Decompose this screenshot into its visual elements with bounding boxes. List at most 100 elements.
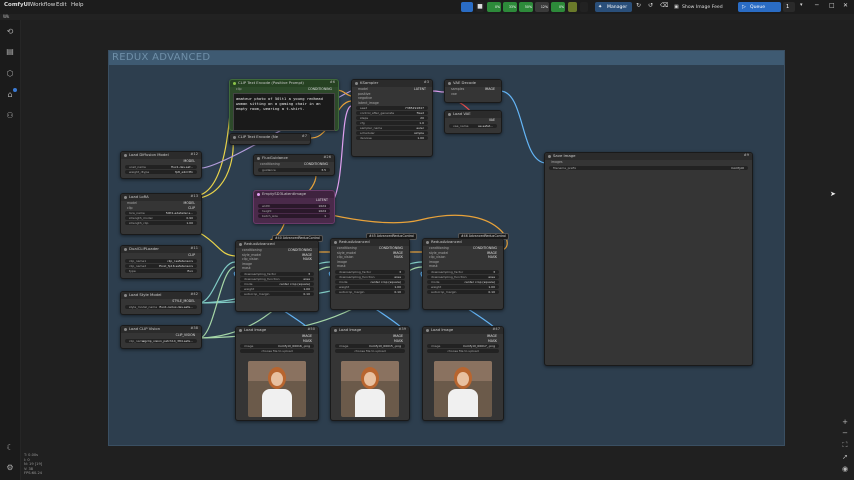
- workflows-icon[interactable]: ⚇: [6, 111, 14, 120]
- show-image-feed-button[interactable]: ▣ Show Image Feed: [672, 2, 726, 12]
- fit-view-icon[interactable]: ⛶: [842, 441, 848, 449]
- share-icon[interactable]: ↻: [636, 2, 642, 9]
- upload-button[interactable]: choose file to upload: [240, 349, 314, 354]
- maximize-icon[interactable]: □: [829, 2, 835, 9]
- queue-list-icon[interactable]: ▤: [6, 47, 14, 56]
- drop-icon[interactable]: [580, 2, 588, 12]
- stop-icon[interactable]: ■: [476, 2, 484, 12]
- image-icon[interactable]: [568, 2, 577, 12]
- history-icon[interactable]: ⟲: [6, 27, 14, 36]
- node-clip-text-encode-positive[interactable]: CLIP Text Encode (Positive Prompt)#6 cli…: [229, 79, 339, 131]
- settings-icon[interactable]: [461, 2, 473, 12]
- group-title-bar[interactable]: REDUX ADVANCED: [109, 51, 784, 65]
- manager-button[interactable]: ✦ Manager: [595, 2, 632, 12]
- image-preview: [434, 361, 492, 417]
- minimize-icon[interactable]: ─: [815, 2, 819, 9]
- close-icon[interactable]: ✕: [843, 2, 849, 9]
- prompt-textarea[interactable]: amateur photo of 50lt1 a young redhead w…: [233, 92, 335, 131]
- app-logo[interactable]: ComfyUI: [4, 2, 31, 8]
- zoom-in-icon[interactable]: +: [842, 418, 848, 426]
- more-icon[interactable]: ▾: [800, 2, 803, 8]
- queue-count[interactable]: 1: [783, 2, 795, 12]
- theme-toggle-icon[interactable]: ☾: [6, 443, 14, 452]
- eraser-icon[interactable]: ⌫: [660, 2, 669, 9]
- node-clip-text-encode-negative[interactable]: CLIP Text Encode (Ne#7: [229, 133, 311, 145]
- model-library-icon[interactable]: ⌂: [7, 90, 13, 99]
- toggle-links-icon[interactable]: ◉: [841, 465, 849, 473]
- notification-badge: [13, 88, 17, 92]
- select-mode-icon[interactable]: ➚: [842, 453, 848, 461]
- upload-button[interactable]: choose file to upload: [427, 349, 499, 354]
- back-icon[interactable]: ↺: [648, 2, 654, 9]
- menu-help[interactable]: Help: [71, 2, 84, 8]
- settings-gear-icon[interactable]: ⚙: [6, 463, 14, 472]
- node-load-clip-vision[interactable]: Load CLIP Vision#38 CLIP_VISION clip_nam…: [120, 325, 202, 349]
- menu-workflow[interactable]: Workflow: [30, 2, 56, 8]
- node-load-style-model[interactable]: Load Style Model#42 STYLE_MODEL style_mo…: [120, 291, 202, 315]
- menu-edit[interactable]: Edit: [56, 2, 67, 8]
- zoom-out-icon[interactable]: −: [842, 429, 848, 437]
- workflow-tab-strip: Wk: [0, 14, 854, 20]
- queue-button[interactable]: ▷ Queue: [738, 2, 781, 12]
- upload-button[interactable]: choose file to upload: [335, 349, 405, 354]
- node-library-icon[interactable]: ⬡: [6, 69, 14, 78]
- workflow-tab[interactable]: Wk: [3, 14, 10, 19]
